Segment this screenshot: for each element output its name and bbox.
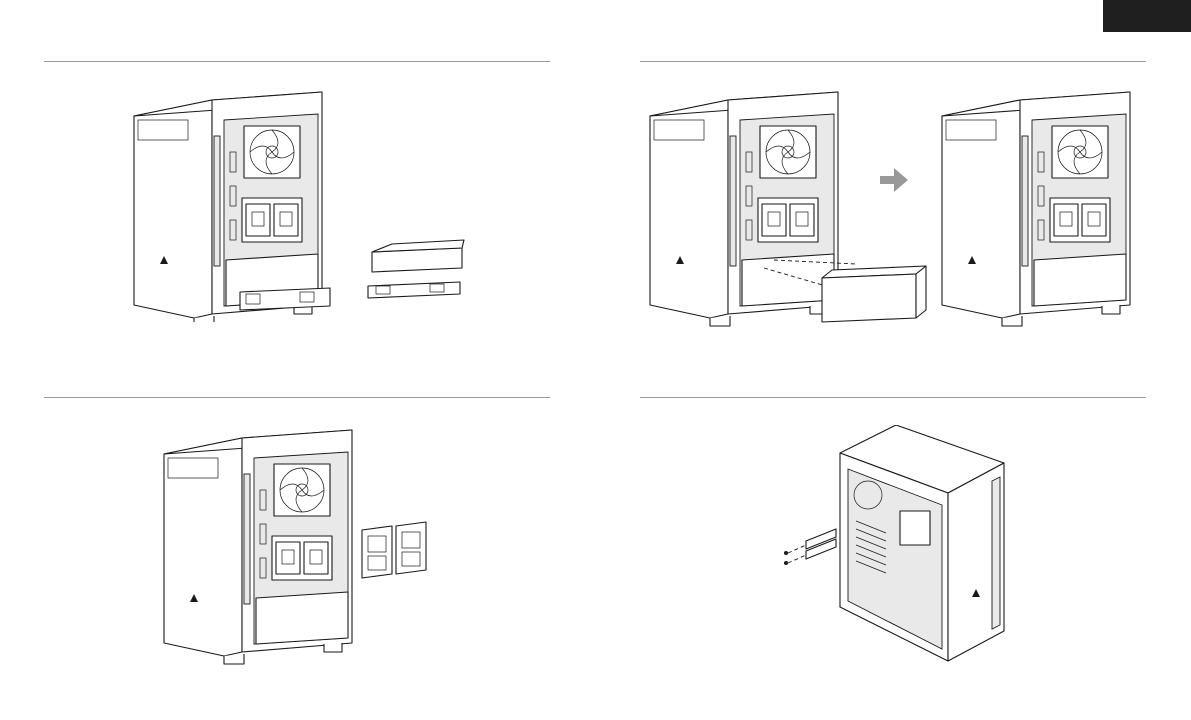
arrow-right-icon xyxy=(880,168,908,192)
section-rule-bottom-right xyxy=(640,397,1146,398)
step-3-illustration xyxy=(160,418,450,668)
step-1-illustration xyxy=(130,82,470,322)
section-rule-top-right xyxy=(640,61,1146,62)
corner-tab xyxy=(1103,0,1191,32)
step-2-illustration xyxy=(646,82,1146,337)
section-rule-top-left xyxy=(44,61,550,62)
section-rule-bottom-left xyxy=(44,397,550,398)
step-4-illustration xyxy=(776,425,1036,665)
